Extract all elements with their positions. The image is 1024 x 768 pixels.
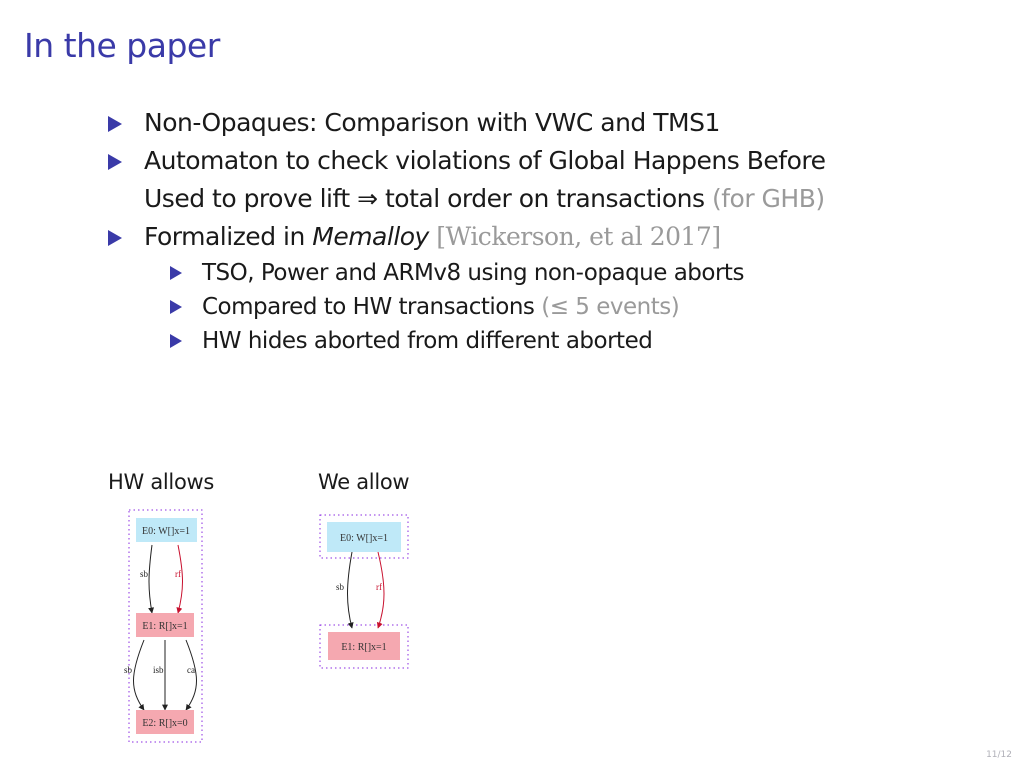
edge-label: isb xyxy=(153,665,164,675)
transaction-frame xyxy=(319,624,409,669)
edge-ca xyxy=(185,639,197,711)
page-title: In the paper xyxy=(24,26,220,65)
bullet-triangle-icon xyxy=(108,230,122,246)
edge-rf xyxy=(176,544,183,614)
node-label: E1: R[]x=1 xyxy=(341,642,386,653)
sub-bullet-text: TSO, Power and ARMv8 using non-opaque ab… xyxy=(202,260,744,286)
sub-bullet-text: Compared to HW transactions xyxy=(202,294,542,320)
bullet-non-opaques: Non-Opaques: Comparison with VWC and TMS… xyxy=(108,104,968,142)
sub-bullet-text: HW hides aborted from different aborted xyxy=(202,328,653,354)
edge-label: sb xyxy=(336,582,345,592)
tool-name: Memalloy xyxy=(312,222,429,251)
edge-rf xyxy=(376,551,385,629)
bullet-triangle-icon xyxy=(108,154,122,170)
bullet-text: Non-Opaques: Comparison with VWC and TMS… xyxy=(144,108,720,137)
edge-label: ca xyxy=(187,665,195,675)
bullet-automaton-continuation: Used to prove lift ⇒ total order on tran… xyxy=(108,180,968,218)
citation: [Wickerson, et al 2017] xyxy=(428,222,721,251)
node-label: E1: R[]x=1 xyxy=(142,621,187,632)
sub-bullet-triangle-icon xyxy=(170,300,182,314)
sub-bullet-compared: Compared to HW transactions (≤ 5 events) xyxy=(170,290,968,324)
bullet-list: Non-Opaques: Comparison with VWC and TMS… xyxy=(108,104,968,358)
edge-label: sb xyxy=(140,569,149,579)
transaction-frame xyxy=(319,514,409,559)
bullet-triangle-icon xyxy=(108,116,122,132)
page-number: 11/12 xyxy=(986,750,1012,760)
bullet-formalized: Formalized in Memalloy [Wickerson, et al… xyxy=(108,218,968,256)
sub-bullet-tso: TSO, Power and ARMv8 using non-opaque ab… xyxy=(170,256,968,290)
caption-hw-allows: HW allows xyxy=(108,470,215,494)
caption-we-allow: We allow xyxy=(318,470,410,494)
node-write xyxy=(327,522,401,552)
bullet-text: Automaton to check violations of Global … xyxy=(144,146,826,175)
edge-label: sb xyxy=(124,665,133,675)
graph-we-allow: sb rf E0: W[]x=1 E1: R[]x=1 xyxy=(316,510,416,675)
node-label: E2: R[]x=0 xyxy=(142,718,187,729)
bullet-text: Formalized in xyxy=(144,222,313,251)
sub-bullet-triangle-icon xyxy=(170,266,182,280)
edge-sb xyxy=(148,544,155,614)
bullet-note: (for GHB) xyxy=(711,184,825,213)
edge-label: rf xyxy=(175,569,181,579)
node-read xyxy=(136,613,194,637)
node-write xyxy=(136,518,197,542)
node-label: E0: W[]x=1 xyxy=(340,533,388,544)
bullet-automaton: Automaton to check violations of Global … xyxy=(108,142,968,180)
sub-bullet-hides: HW hides aborted from different aborted xyxy=(170,324,968,358)
node-read xyxy=(328,632,400,660)
graph-hw-allows: sb rf sb isb ca E0: W[]x=1 E1: R[]x=1 E2… xyxy=(120,505,220,747)
sub-bullet-triangle-icon xyxy=(170,334,182,348)
edge-label: rf xyxy=(376,582,382,592)
node-label: E0: W[]x=1 xyxy=(142,526,190,537)
bullet-text: Used to prove lift ⇒ total order on tran… xyxy=(144,184,712,213)
node-read xyxy=(136,710,194,734)
sub-bullet-note: (≤ 5 events) xyxy=(541,294,680,320)
edge-sb xyxy=(347,551,354,629)
edge-sb xyxy=(133,639,145,711)
transaction-frame xyxy=(128,509,203,743)
